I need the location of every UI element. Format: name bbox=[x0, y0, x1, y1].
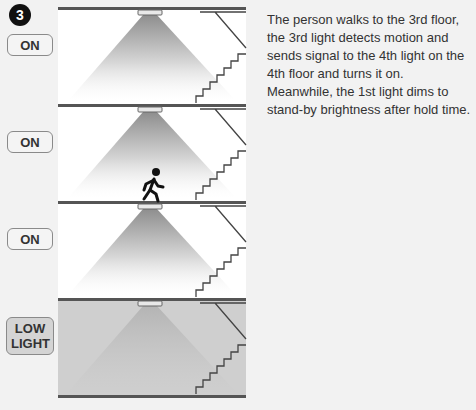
ceiling-light bbox=[138, 204, 162, 209]
stair-steps bbox=[196, 345, 246, 394]
label-text: 3 bbox=[16, 7, 24, 23]
stair-steps bbox=[196, 248, 246, 297]
light-cone bbox=[68, 15, 236, 101]
label-text: ON bbox=[20, 232, 40, 247]
status-label: ON bbox=[7, 228, 53, 250]
label-text: ON bbox=[20, 38, 40, 53]
floor-panel bbox=[58, 299, 246, 396]
description-text: The person walks to the 3rd floor, the 3… bbox=[267, 11, 471, 119]
stair-steps bbox=[196, 54, 246, 103]
ceiling-light bbox=[138, 301, 162, 306]
floor-slab bbox=[58, 395, 246, 398]
status-label: ON bbox=[7, 34, 53, 56]
description-text: The person walks to the 3rd floor, the 3… bbox=[267, 11, 471, 119]
status-label: LOW LIGHT bbox=[6, 317, 54, 355]
ceiling-light bbox=[138, 10, 162, 15]
ceiling-light bbox=[138, 107, 162, 112]
light-cone bbox=[68, 112, 236, 198]
label-text: LOW LIGHT bbox=[11, 321, 49, 351]
light-cone bbox=[68, 306, 236, 392]
floor-panel bbox=[58, 202, 246, 299]
walking-person bbox=[144, 168, 163, 201]
step-number: 3 bbox=[9, 4, 31, 26]
stair-landing bbox=[200, 303, 246, 339]
stair-landing bbox=[200, 206, 246, 242]
floor-panel bbox=[58, 8, 246, 105]
status-label: ON bbox=[7, 131, 53, 153]
light-cone bbox=[68, 209, 236, 295]
floor-panel bbox=[58, 105, 246, 202]
stair-landing bbox=[200, 12, 246, 48]
stair-landing bbox=[200, 109, 246, 145]
label-text: ON bbox=[20, 135, 40, 150]
stair-steps bbox=[196, 151, 246, 200]
